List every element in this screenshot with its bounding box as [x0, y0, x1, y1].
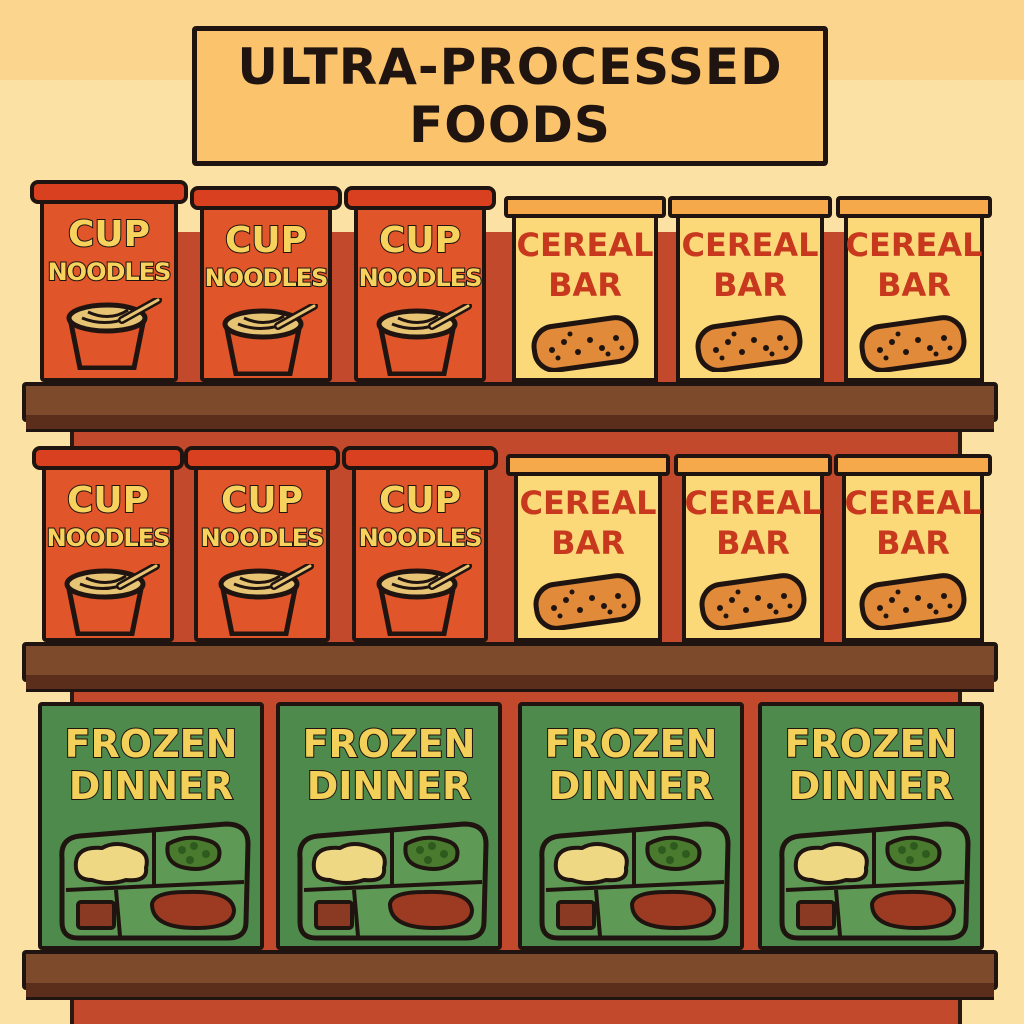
product-label-line-1: CUP — [67, 213, 151, 256]
tv-dinner-tray-icon — [779, 821, 971, 941]
product-label-line-1: CUP — [378, 479, 462, 522]
product-label-line-2: NOODLES — [47, 257, 173, 287]
product-label-line-1: CUP — [224, 219, 308, 262]
cup-noodles-product: CUP NOODLES — [190, 186, 342, 382]
cereal-bar-product: CEREAL BAR — [504, 196, 666, 382]
cereal-bar-product: CEREAL BAR — [674, 454, 832, 642]
cereal-bar-icon — [531, 315, 639, 372]
product-label-line-2: BAR — [876, 524, 950, 562]
product-label-line-2: DINNER — [548, 763, 715, 809]
product-label-line-2: NOODLES — [358, 523, 484, 553]
product-label-line-2: DINNER — [68, 763, 235, 809]
product-label-line-1: CUP — [378, 219, 462, 262]
cereal-bar-icon — [859, 315, 967, 372]
product-label-line-1: FROZEN — [302, 721, 477, 767]
product-label-line-1: CEREAL — [516, 226, 654, 264]
product-label-line-1: CEREAL — [845, 226, 983, 264]
cup-noodles-product: CUP NOODLES — [184, 446, 340, 642]
product-label-line-1: FROZEN — [784, 721, 959, 767]
product-label-line-2: BAR — [713, 266, 787, 304]
product-label-line-2: NOODLES — [46, 523, 172, 553]
product-label-line-1: CUP — [66, 479, 150, 522]
product-label-line-1: CEREAL — [519, 484, 657, 522]
aisle-sign: ULTRA-PROCESSED FOODS — [192, 26, 828, 166]
product-label-line-2: BAR — [877, 266, 951, 304]
product-label-line-1: CEREAL — [844, 484, 982, 522]
shelf-2 — [22, 642, 998, 692]
product-label-line-2: NOODLES — [358, 263, 484, 293]
product-label-line-2: NOODLES — [200, 523, 326, 553]
cereal-bar-product: CEREAL BAR — [506, 454, 670, 642]
noodle-cup-icon — [66, 298, 162, 370]
cup-noodles-product: CUP NOODLES — [32, 446, 184, 642]
cereal-bar-product: CEREAL BAR — [836, 196, 992, 382]
tv-dinner-tray-icon — [539, 821, 731, 941]
frozen-dinner-product: FROZEN DINNER — [276, 702, 502, 950]
noodle-cup-icon — [64, 564, 160, 636]
frozen-dinner-product: FROZEN DINNER — [38, 702, 264, 950]
shelf-3 — [22, 950, 998, 1000]
cup-noodles-product: CUP NOODLES — [344, 186, 496, 382]
product-label-line-2: NOODLES — [204, 263, 330, 293]
product-label-line-1: FROZEN — [64, 721, 239, 767]
product-label-line-2: BAR — [548, 266, 622, 304]
product-label-line-2: DINNER — [306, 763, 473, 809]
cereal-bar-product: CEREAL BAR — [668, 196, 832, 382]
cereal-bar-icon — [695, 315, 803, 372]
cup-noodles-product: CUP NOODLES — [342, 446, 498, 642]
cup-noodles-product: CUP NOODLES — [30, 180, 188, 382]
product-label-line-1: CUP — [220, 479, 304, 522]
product-label-line-2: BAR — [551, 524, 625, 562]
cereal-bar-icon — [533, 573, 641, 630]
cereal-bar-icon — [699, 573, 807, 630]
frozen-dinner-product: FROZEN DINNER — [758, 702, 984, 950]
frozen-dinner-product: FROZEN DINNER — [518, 702, 744, 950]
cereal-bar-product: CEREAL BAR — [834, 454, 992, 642]
tv-dinner-tray-icon — [59, 821, 251, 941]
product-label-line-1: FROZEN — [544, 721, 719, 767]
cereal-bar-icon — [859, 573, 967, 630]
noodle-cup-icon — [376, 304, 472, 376]
shelf-1 — [22, 382, 998, 432]
noodle-cup-icon — [376, 564, 472, 636]
product-label-line-1: CEREAL — [681, 226, 819, 264]
product-label-line-2: BAR — [716, 524, 790, 562]
noodle-cup-icon — [222, 304, 318, 376]
sign-line-1: ULTRA-PROCESSED — [237, 38, 783, 96]
product-label-line-1: CEREAL — [684, 484, 822, 522]
tv-dinner-tray-icon — [297, 821, 489, 941]
sign-line-2: FOODS — [409, 96, 611, 154]
product-label-line-2: DINNER — [788, 763, 955, 809]
noodle-cup-icon — [218, 564, 314, 636]
